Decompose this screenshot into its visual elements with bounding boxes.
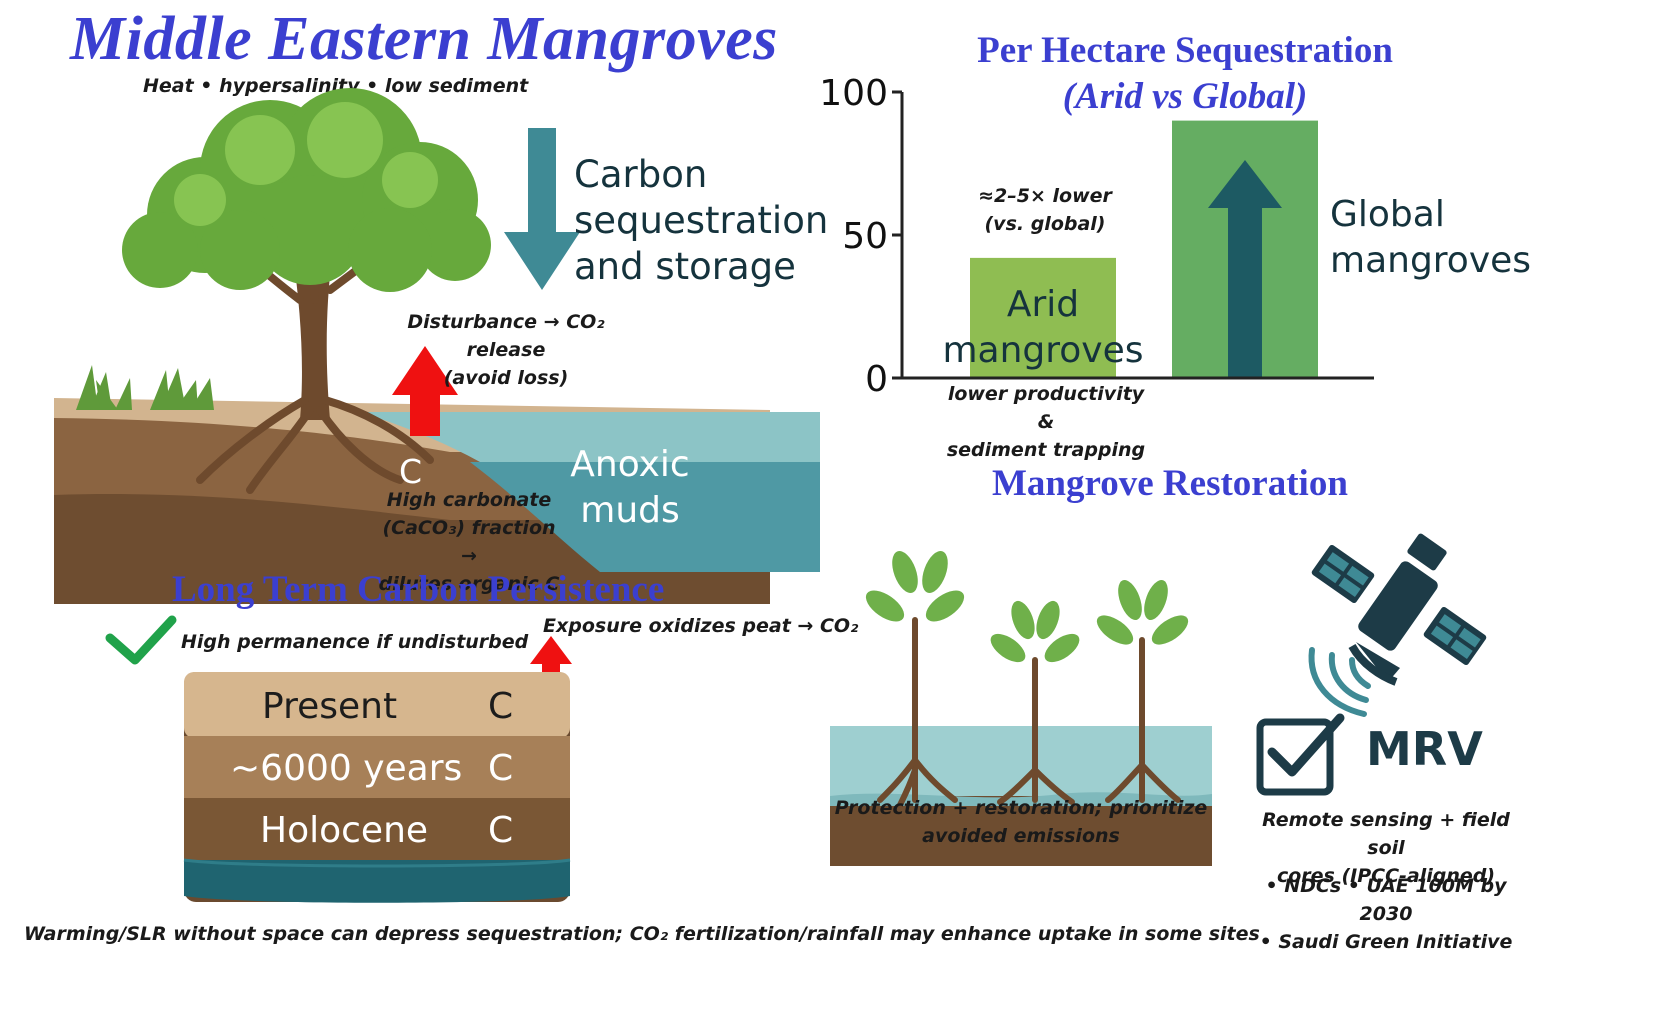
sequestration-arrow-icon <box>504 128 580 290</box>
policy-note: • NDCs • UAE 100M by 2030 • Saudi Green … <box>1246 872 1526 956</box>
restoration-note: Protection + restoration; prioritize avo… <box>830 794 1212 850</box>
chart-title: Per Hectare Sequestration (Arid vs Globa… <box>900 28 1470 120</box>
layer-carbon-symbol: C <box>488 810 514 851</box>
disturbance-note-line1: Disturbance → CO₂ release <box>407 311 605 361</box>
exposure-note: Exposure oxidizes peat → CO₂ <box>543 615 859 637</box>
carbonate-note-line3: dilutes organic C <box>378 573 560 595</box>
mrv-note-line2: cores (IPCC-aligned) <box>1276 865 1496 887</box>
restoration-note-line2: avoided emissions <box>922 825 1120 847</box>
y-tick-label: 0 <box>865 359 888 400</box>
page-subtitle: Heat • hypersalinity • low sediment <box>143 75 529 97</box>
layer-label: Present <box>262 686 398 727</box>
mangrove-tree-icon <box>122 88 491 494</box>
carbonate-note-line1: High carbonate <box>386 489 552 511</box>
persistence-title: Long Term Carbon Persistence <box>172 569 665 610</box>
satellite-icon <box>1311 533 1487 686</box>
page-title: Middle Eastern Mangroves <box>70 5 778 73</box>
seedling-leaves-icon <box>865 550 1189 663</box>
layer-carbon-symbol: C <box>488 686 514 727</box>
grass-icon <box>76 365 214 410</box>
mrv-checkbox-icon <box>1256 713 1345 796</box>
bar-label: mangroves <box>942 330 1143 371</box>
layer-carbon-symbol: C <box>488 748 514 789</box>
mrv-label: MRV <box>1366 722 1483 776</box>
bar-label: mangroves <box>1330 240 1531 281</box>
policy-note-line2: • Saudi Green Initiative <box>1259 931 1513 953</box>
sequestration-label: Carbon sequestration and storage <box>574 153 829 288</box>
soil-core-icon <box>183 672 571 903</box>
restoration-mud <box>830 796 1212 866</box>
chart-bar <box>970 257 1116 378</box>
carbonate-note-line2: (CaCO₃) fraction → <box>382 517 556 567</box>
footnote-line2: sediment trapping <box>946 439 1146 461</box>
bar-label: Global <box>1330 194 1445 235</box>
annotation-line1: ≈2–5× lower <box>978 185 1112 207</box>
layer-label: ~6000 years <box>230 748 463 789</box>
mrv-note-line1: Remote sensing + field soil <box>1262 809 1510 859</box>
layer-label: Holocene <box>260 810 429 851</box>
annotation-line2: (vs. global) <box>984 213 1106 235</box>
disturbance-note: Disturbance → CO₂ release (avoid loss) <box>376 308 636 392</box>
mrv-note: Remote sensing + field soil cores (IPCC-… <box>1256 806 1516 890</box>
chart-subtitle-line: (Arid vs Global) <box>1062 76 1308 117</box>
signal-waves-icon <box>1308 647 1371 717</box>
permanence-note: High permanence if undisturbed <box>181 631 529 653</box>
exposure-arrow-icon <box>530 636 572 689</box>
footnote-line1: lower productivity & <box>947 383 1145 433</box>
footer-note: Warming/SLR without space can depress se… <box>24 923 1260 945</box>
growth-arrow-icon <box>1208 160 1282 378</box>
disturbance-note-line2: (avoid loss) <box>443 367 569 389</box>
chart-title-line: Per Hectare Sequestration <box>977 30 1393 71</box>
chart-footnote: lower productivity & sediment trapping <box>946 380 1146 464</box>
disturbance-arrow-icon <box>392 346 458 436</box>
restoration-title: Mangrove Restoration <box>992 463 1348 504</box>
muds-label-line1: Anoxic <box>570 444 690 485</box>
anoxic-muds-label: Anoxic muds <box>560 442 700 534</box>
seedling-icon <box>877 617 1181 808</box>
chart-annotation: ≈2–5× lower (vs. global) <box>960 182 1130 238</box>
anoxic-water <box>470 462 820 572</box>
policy-note-line1: • NDCs • UAE 100M by 2030 <box>1265 875 1507 925</box>
check-icon <box>105 615 177 665</box>
carbonate-note: High carbonate (CaCO₃) fraction → dilute… <box>374 486 564 598</box>
muds-label-line2: muds <box>580 490 680 531</box>
y-tick-label: 50 <box>842 216 888 257</box>
restoration-note-line1: Protection + restoration; prioritize <box>834 797 1208 819</box>
bar-label: Arid <box>1007 284 1079 325</box>
shallow-water <box>360 412 820 462</box>
soil-carbon-symbol: C <box>399 452 423 491</box>
y-tick-label: 100 <box>819 73 888 114</box>
